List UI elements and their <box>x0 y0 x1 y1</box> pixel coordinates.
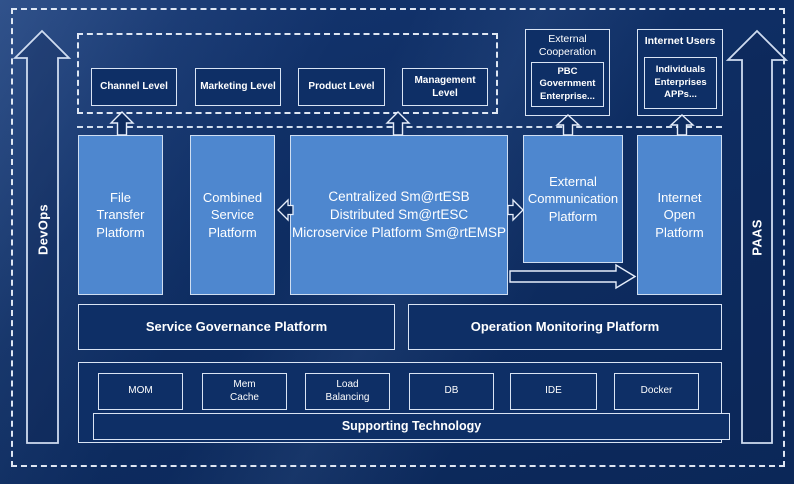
load-balancing-box: Load Balancing <box>305 373 390 410</box>
internet-open-platform-label: Internet Open Platform <box>655 190 704 240</box>
file-transfer-platform-label: File Transfer Platform <box>96 190 145 240</box>
file-transfer-platform-box: File Transfer Platform <box>78 135 163 295</box>
central-esb-platform-box: Centralized Sm@rtESB Distributed Sm@rtES… <box>290 135 508 295</box>
individuals-enterprises-apps-box: Individuals Enterprises APPs... <box>644 57 717 109</box>
internet-open-platform-box: Internet Open Platform <box>637 135 722 295</box>
product-level-box: Product Level <box>298 68 385 106</box>
external-cooperation-title: External Cooperation <box>538 33 597 59</box>
supporting-technology-label: Supporting Technology <box>341 419 482 434</box>
mom-box: MOM <box>98 373 183 410</box>
ide-box: IDE <box>510 373 597 410</box>
levels-dashed-container <box>77 33 498 114</box>
paas-rail-label: PAAS <box>749 219 765 256</box>
devops-rail-label: DevOps <box>35 204 51 255</box>
channel-level-label: Channel Level <box>100 81 168 93</box>
mom-label: MOM <box>128 385 153 397</box>
docker-box: Docker <box>614 373 699 410</box>
db-box: DB <box>409 373 494 410</box>
pbc-government-enterprise-label: PBC Government Enterprise... <box>539 65 596 102</box>
combined-service-platform-label: Combined Service Platform <box>202 190 263 240</box>
service-governance-platform-label: Service Governance Platform <box>145 319 328 335</box>
central-esb-platform-label: Centralized Sm@rtESB Distributed Sm@rtES… <box>292 189 506 240</box>
operation-monitoring-platform-box: Operation Monitoring Platform <box>408 304 722 350</box>
combined-service-platform-box: Combined Service Platform <box>190 135 275 295</box>
external-communication-platform-label: External Communication Platform <box>527 174 619 224</box>
operation-monitoring-platform-label: Operation Monitoring Platform <box>470 319 660 335</box>
internet-users-title: Internet Users <box>644 35 716 47</box>
internet-users-box: Internet Users Individuals Enterprises A… <box>637 29 723 116</box>
individuals-enterprises-apps-label: Individuals Enterprises APPs... <box>654 64 707 101</box>
external-communication-platform-box: External Communication Platform <box>523 135 623 263</box>
product-level-label: Product Level <box>308 81 375 93</box>
marketing-level-box: Marketing Level <box>195 68 281 106</box>
dashed-separator-line <box>77 126 722 128</box>
external-cooperation-box: External Cooperation PBC Government Ente… <box>525 29 610 116</box>
management-level-label: Management Level <box>414 74 476 99</box>
mem-cache-label: Mem Cache <box>230 379 259 403</box>
management-level-box: Management Level <box>402 68 488 106</box>
docker-label: Docker <box>640 385 673 397</box>
service-governance-platform-box: Service Governance Platform <box>78 304 395 350</box>
ide-label: IDE <box>545 385 562 397</box>
mem-cache-box: Mem Cache <box>202 373 287 410</box>
load-balancing-label: Load Balancing <box>325 379 370 403</box>
pbc-government-enterprise-box: PBC Government Enterprise... <box>531 62 604 107</box>
supporting-technology-bar: Supporting Technology <box>93 413 730 440</box>
marketing-level-label: Marketing Level <box>200 81 276 93</box>
channel-level-box: Channel Level <box>91 68 177 106</box>
db-label: DB <box>444 385 459 397</box>
